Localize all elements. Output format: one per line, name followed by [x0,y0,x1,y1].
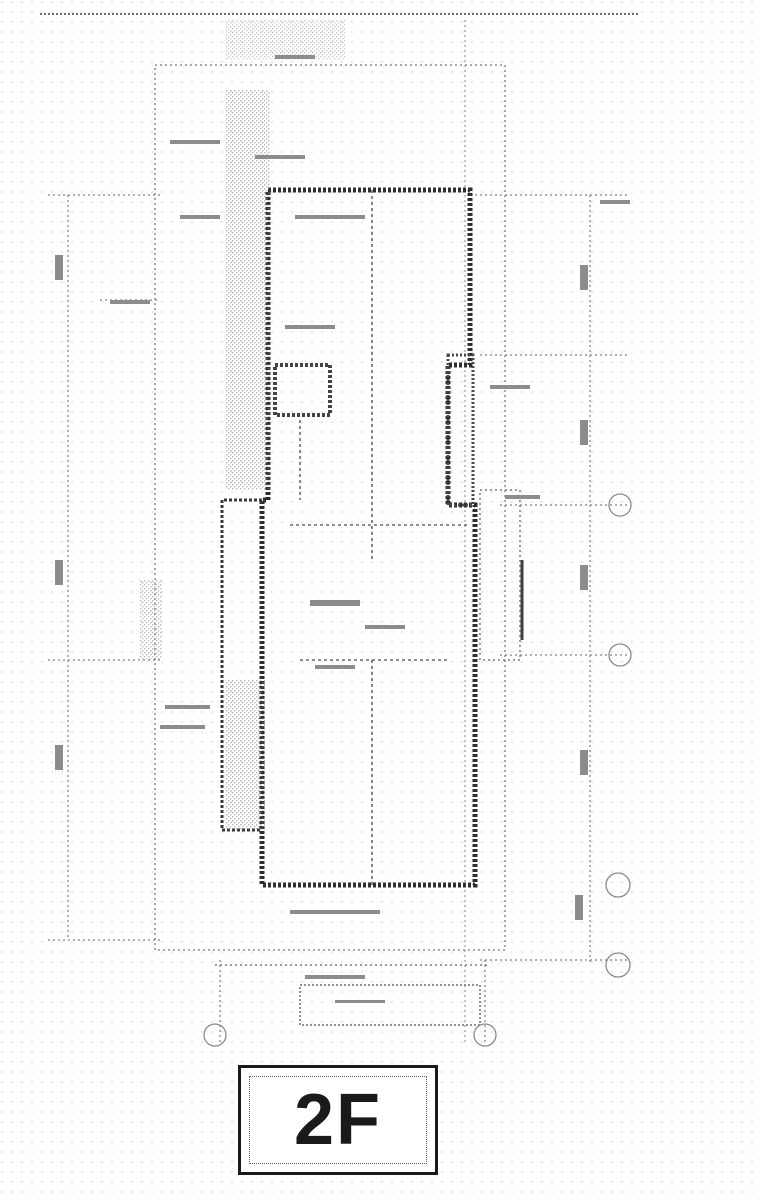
left-wall-hatch [225,90,270,490]
main-wall-outline [259,187,478,888]
grid-circle [473,1023,497,1047]
top-hatch [225,20,345,60]
floor-label: 2F [293,1080,383,1160]
floor-label-inner-border [249,1076,427,1164]
grid-circle [608,643,632,667]
scan-noise-marks [55,55,630,1003]
grid-circle [605,952,631,978]
roof-outline [154,64,506,951]
roof-left-hatch [140,580,162,660]
grid-circle [203,1023,227,1047]
interior-partitions [290,190,470,885]
grid-circle [608,493,632,517]
right-closet [446,353,475,507]
floor-label-box: 2F [238,1065,438,1175]
grid-circle [605,872,631,898]
stair-box [273,363,332,417]
grid-reference-circles [203,493,632,1047]
right-bay [479,489,521,661]
lower-balcony-box [299,984,481,1026]
lower-left-hatch [225,680,265,830]
right-dimension-lines [470,194,630,965]
